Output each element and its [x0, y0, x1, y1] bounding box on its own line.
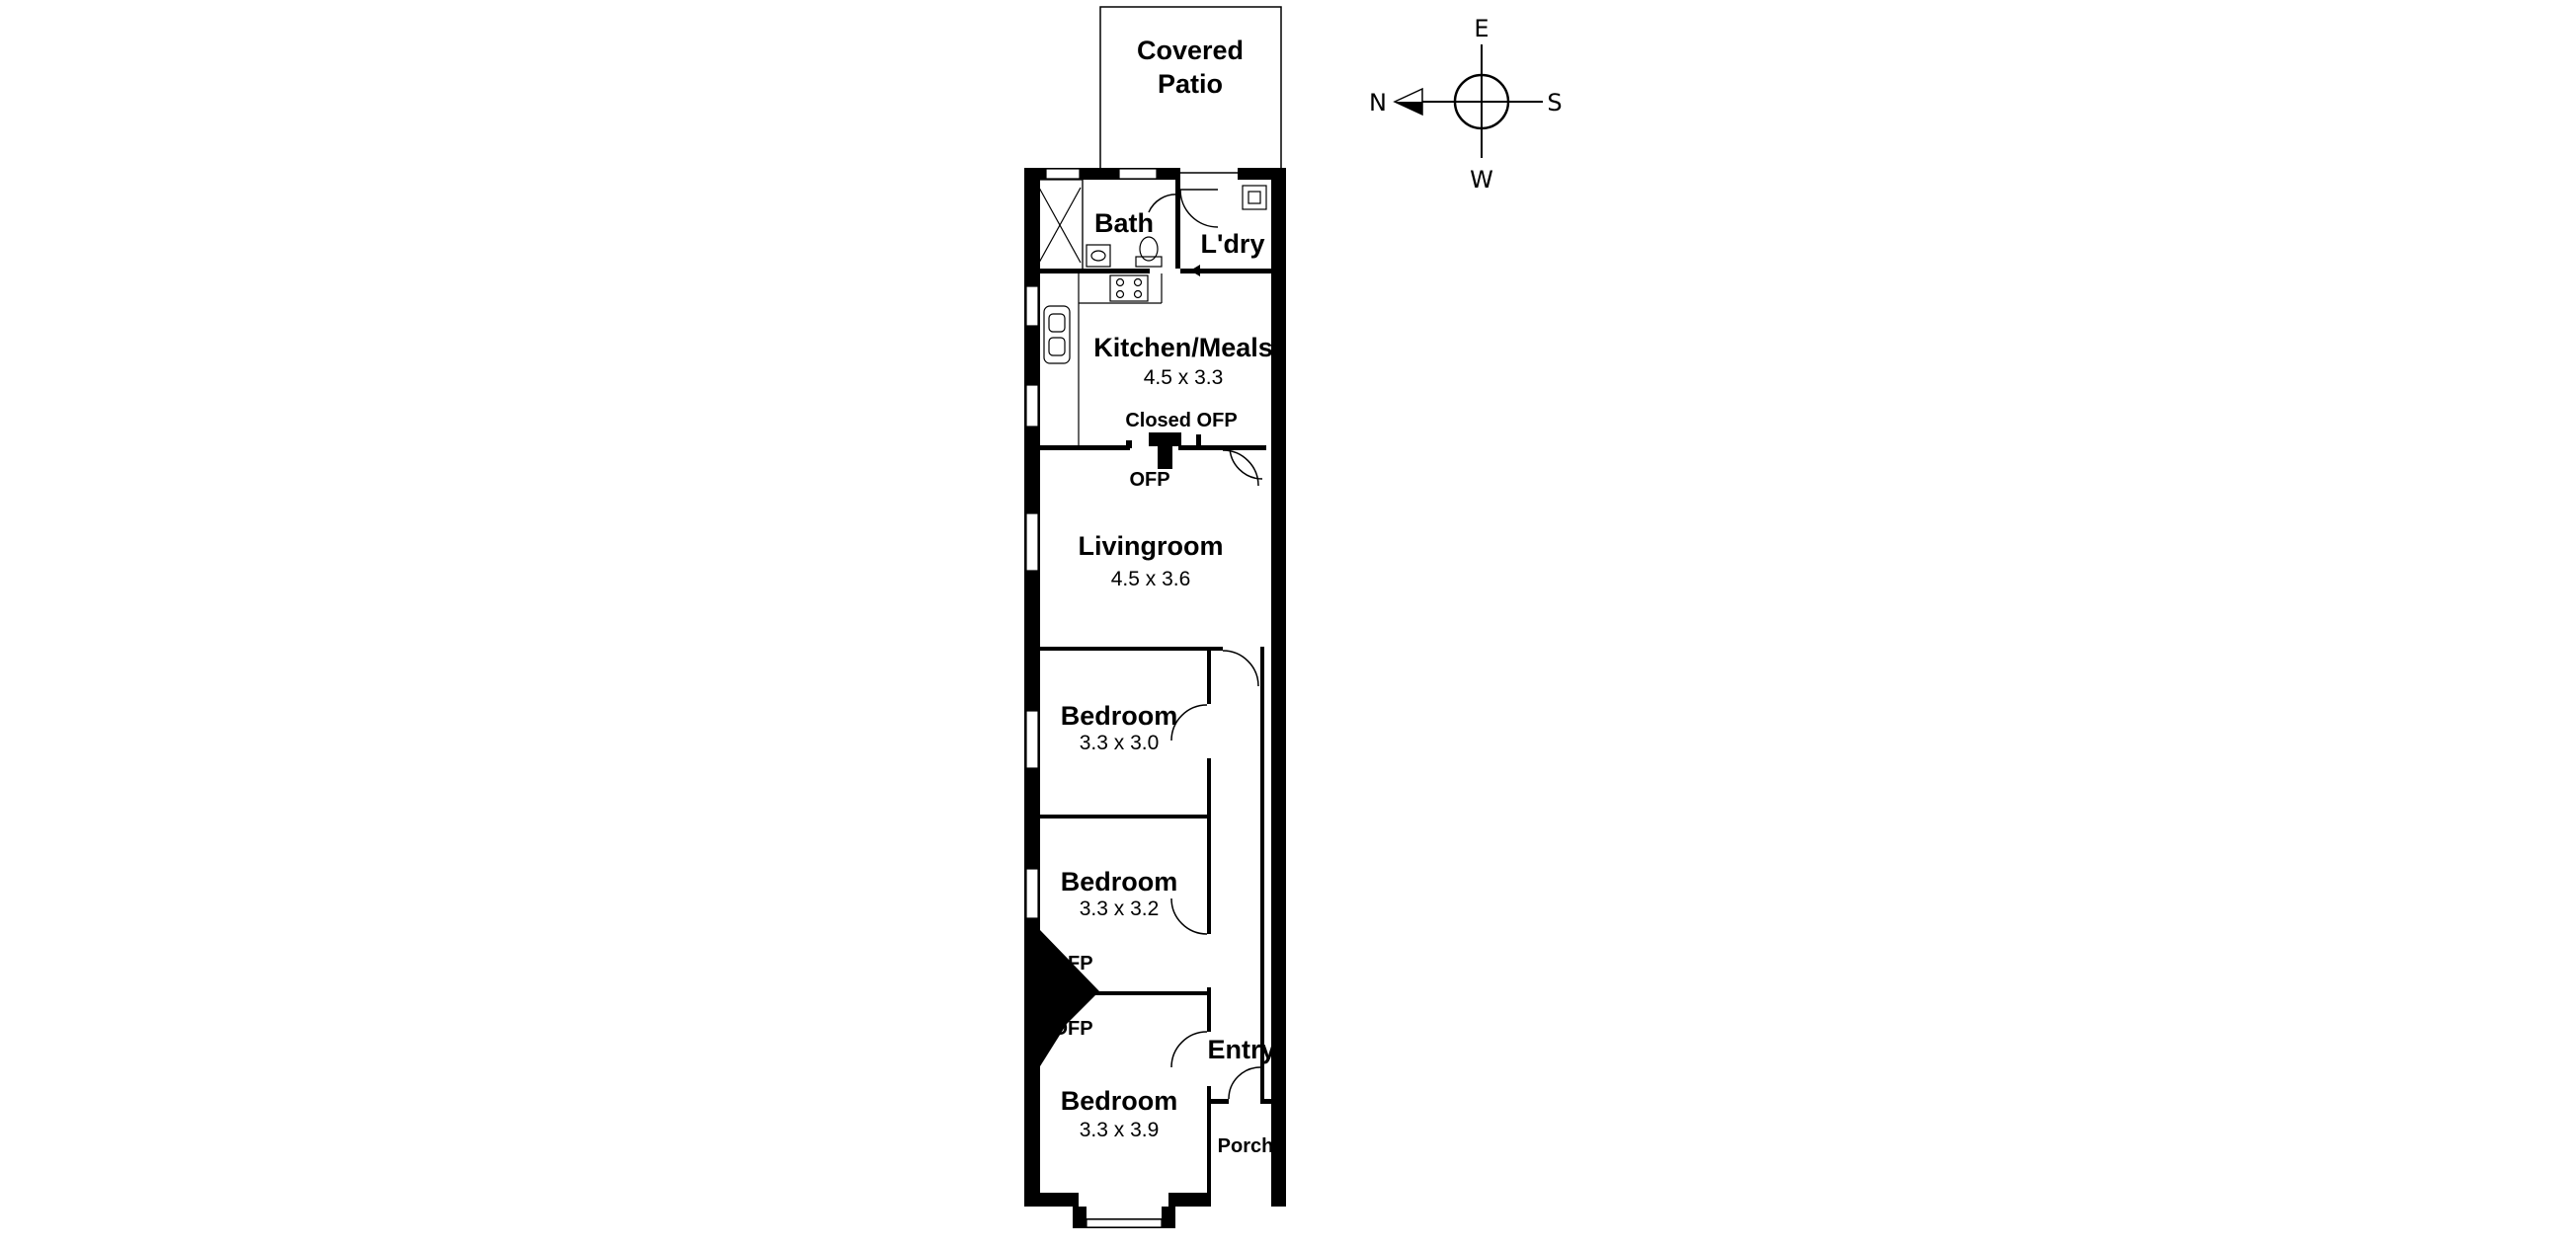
kitchen-label: Kitchen/Meals	[1093, 333, 1273, 362]
toilet-cistern	[1135, 256, 1163, 268]
covered-patio-label-1: Covered	[1137, 36, 1244, 65]
windows	[1025, 168, 1163, 1228]
compass-east: E	[1474, 15, 1489, 42]
bedroom3-label: Bedroom	[1061, 1086, 1178, 1116]
ofp-lower-label: OFP	[1052, 1018, 1092, 1040]
covered-patio-outline	[1099, 6, 1282, 174]
laundry-tub	[1242, 185, 1267, 210]
bath-fixtures	[1036, 179, 1267, 272]
entry-label: Entry	[1207, 1035, 1275, 1064]
ofp-upper-label: OFP	[1052, 953, 1092, 975]
compass-circle	[1453, 73, 1510, 130]
bedroom1-label: Bedroom	[1061, 701, 1178, 731]
porch-label: Porch	[1218, 1135, 1274, 1157]
cooktop	[1109, 274, 1149, 302]
compass-west: W	[1470, 166, 1493, 194]
doors	[1148, 189, 1263, 1100]
bath-label: Bath	[1094, 208, 1154, 238]
vanity-basin	[1086, 244, 1111, 268]
livingroom-label: Livingroom	[1079, 531, 1224, 561]
compass-north: N	[1369, 89, 1387, 117]
compass-south: S	[1547, 89, 1562, 117]
closed-ofp-label: Closed OFP	[1125, 410, 1237, 431]
kitchen-sink	[1043, 305, 1071, 364]
kitchen-dim: 4.5 x 3.3	[1144, 366, 1224, 389]
living-ofp-label: OFP	[1129, 469, 1169, 491]
bedroom2-label: Bedroom	[1061, 867, 1178, 897]
laundry-arrow	[1190, 265, 1262, 276]
compass: E N S W	[1369, 15, 1563, 194]
covered-patio-label-2: Patio	[1158, 69, 1223, 99]
laundry-label: L'dry	[1201, 229, 1265, 259]
interior-walls	[1037, 180, 1274, 1205]
livingroom-dim: 4.5 x 3.6	[1111, 568, 1191, 590]
kitchen-fixtures	[1043, 273, 1163, 450]
bedroom2-dim: 3.3 x 3.2	[1080, 897, 1160, 920]
outer-walls	[1024, 168, 1286, 1228]
bedroom1-dim: 3.3 x 3.0	[1080, 732, 1160, 754]
fireplace-shapes	[1040, 432, 1201, 1066]
bedroom3-dim: 3.3 x 3.9	[1080, 1119, 1160, 1141]
